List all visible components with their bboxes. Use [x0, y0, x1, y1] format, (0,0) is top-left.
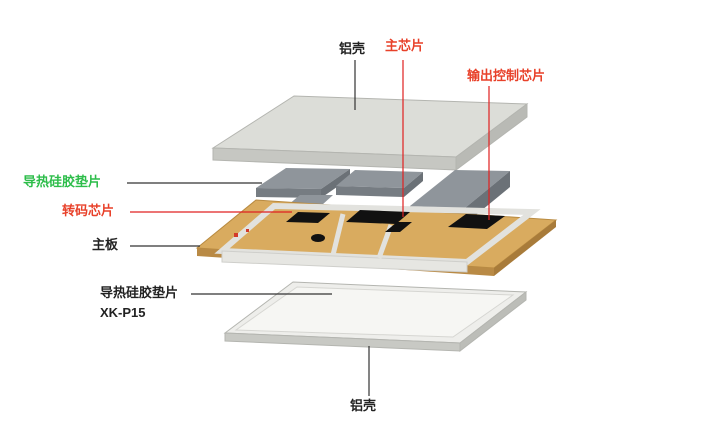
label-model: XK-P15	[100, 305, 146, 320]
bottom-aluminum-shell	[223, 281, 528, 353]
top-aluminum-shell	[211, 95, 529, 171]
label-output-chip: 输出控制芯片	[467, 69, 546, 84]
label-top-shell: 铝壳	[339, 42, 366, 57]
label-main-chip: 主芯片	[385, 39, 425, 54]
label-thermal-pad-bottom: 导热硅胶垫片	[100, 286, 179, 301]
label-transcode-chip: 转码芯片	[62, 204, 115, 219]
label-bottom-shell: 铝壳	[350, 399, 377, 414]
label-main-board: 主板	[92, 238, 119, 253]
label-thermal-pad-top: 导热硅胶垫片	[23, 175, 102, 190]
main-board	[195, 199, 558, 276]
leader-lines	[127, 60, 490, 396]
